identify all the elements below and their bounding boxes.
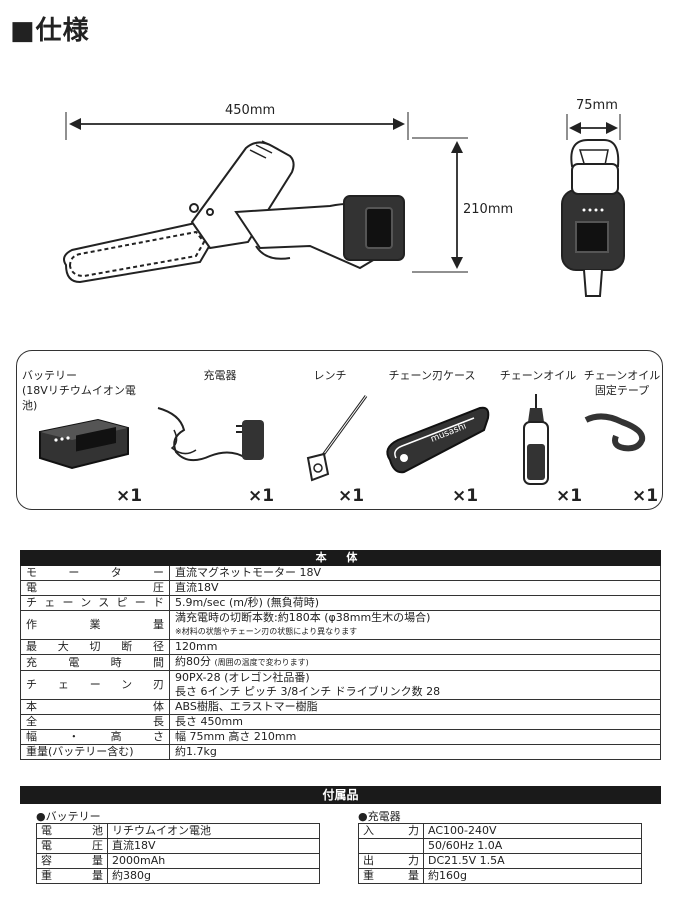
spec-table: 本 体 モーター直流マグネットモーター 18V 電圧直流18V チェーンスピード…	[20, 550, 661, 760]
battery-spec-value: 2000mAh	[107, 853, 320, 869]
battery-icon	[39, 418, 129, 470]
spec-value: 直流18V	[169, 580, 661, 596]
dimension-width: 75mm	[576, 98, 618, 113]
table-row: 50/60Hz 1.0A	[358, 838, 642, 854]
accessory-spec-header: 付属品	[20, 786, 661, 804]
battery-spec-label: 容量	[36, 853, 108, 869]
accessory-label-charger: 充電器	[203, 369, 237, 382]
accessory-label-oil: チェーンオイル	[499, 369, 577, 382]
charger-spec-value: 50/60Hz 1.0A	[423, 838, 642, 854]
spec-label: チェーンスピード	[20, 595, 170, 611]
battery-spec-value: リチウムイオン電池	[107, 823, 320, 839]
charger-spec-label: 重量	[358, 868, 424, 884]
spec-value: 約80分	[175, 655, 211, 668]
charger-spec-label	[358, 838, 424, 854]
page-title: ■仕様	[10, 16, 90, 46]
spec-label: モーター	[20, 565, 170, 581]
accessory-qty-charger: ×1	[248, 486, 275, 506]
accessory-label-chain-case: チェーン刃ケース	[388, 369, 476, 382]
battery-spec-label: 電池	[36, 823, 108, 839]
spec-value: 120mm	[169, 639, 661, 655]
charger-spec-value: AC100-240V	[423, 823, 642, 839]
oil-bottle-icon	[523, 394, 549, 485]
charger-spec-title: ●充電器	[358, 810, 401, 823]
accessories-box	[16, 350, 663, 510]
wrench-icon	[306, 395, 368, 482]
table-row: 重量約160g	[358, 868, 642, 884]
spec-note: (周囲の温度で変わります)	[214, 658, 309, 667]
spec-label: 作業量	[20, 610, 170, 640]
chain-case-icon: musashi	[386, 406, 490, 474]
spec-value: 5.9m/sec (m/秒) (無負荷時)	[169, 595, 661, 611]
spec-label: 最大切断径	[20, 639, 170, 655]
chainsaw-side-icon	[63, 140, 405, 284]
spec-label: 重量(バッテリー含む)	[20, 744, 170, 760]
accessory-qty-oil: ×1	[556, 486, 583, 506]
table-row: 全長長さ 450mm	[20, 714, 661, 730]
charger-icon	[157, 407, 264, 462]
spec-label: 幅・高さ	[20, 729, 170, 745]
table-row: 電圧直流18V	[36, 838, 320, 854]
charger-spec-value: DC21.5V 1.5A	[423, 853, 642, 869]
chainsaw-end-icon	[561, 139, 625, 297]
spec-label: 本体	[20, 699, 170, 715]
battery-spec-title: ●バッテリー	[36, 810, 101, 823]
table-row: 幅・高さ幅 75mm 高さ 210mm	[20, 729, 661, 745]
spec-header: 本 体	[20, 550, 661, 566]
spec-label: チェーン刃	[20, 670, 170, 700]
dimension-length: 450mm	[225, 103, 276, 118]
battery-spec-value: 直流18V	[107, 838, 320, 854]
dimension-height: 210mm	[463, 202, 514, 217]
accessory-qty-wrench: ×1	[338, 486, 365, 506]
accessory-label-battery: バッテリー (18Vリチウムイオン電池)	[22, 369, 136, 412]
battery-spec-label: 電圧	[36, 838, 108, 854]
charger-spec-value: 約160g	[423, 868, 642, 884]
spec-value: 90PX-28 (オレゴン社品番)	[175, 671, 310, 684]
accessory-qty-chain-case: ×1	[452, 486, 479, 506]
spec-value: 長さ 450mm	[169, 714, 661, 730]
spec-label: 充電時間	[20, 654, 170, 671]
spec-value: ABS樹脂、エラストマー樹脂	[169, 699, 661, 715]
spec-value: 幅 75mm 高さ 210mm	[169, 729, 661, 745]
battery-spec-label: 重量	[36, 868, 108, 884]
spec-value: 直流マグネットモーター 18V	[169, 565, 661, 581]
charger-spec-label: 出力	[358, 853, 424, 869]
charger-spec-label: 入力	[358, 823, 424, 839]
product-diagram	[63, 112, 625, 297]
tape-icon	[584, 413, 646, 452]
spec-value-line2: 長さ 6インチ ピッチ 3/8インチ ドライブリンク数 28	[175, 685, 441, 698]
table-row: モーター直流マグネットモーター 18V	[20, 565, 661, 581]
table-row: チェーン刃 90PX-28 (オレゴン社品番)長さ 6インチ ピッチ 3/8インチ…	[20, 670, 661, 700]
table-row: 重量(バッテリー含む)約1.7kg	[20, 744, 661, 760]
table-row: 電池リチウムイオン電池	[36, 823, 320, 839]
table-row: 充電時間約80分 (周囲の温度で変わります)	[20, 654, 661, 671]
table-row: 作業量満充電時の切断本数:約180本 (φ38mm生木の場合) ※材料の状態やチェ…	[20, 610, 661, 640]
table-row: 電圧直流18V	[20, 580, 661, 596]
table-row: 重量約380g	[36, 868, 320, 884]
spec-label: 全長	[20, 714, 170, 730]
accessory-label-wrench: レンチ	[313, 369, 347, 382]
spec-note: ※材料の状態やチェーン刃の状態により異なります	[175, 627, 358, 636]
accessory-qty-battery: ×1	[116, 486, 143, 506]
accessory-qty-tape: ×1	[632, 486, 659, 506]
spec-label: 電圧	[20, 580, 170, 596]
battery-spec-value: 約380g	[107, 868, 320, 884]
accessory-label-tape: チェーンオイル 固定テープ	[583, 369, 661, 397]
spec-value: 満充電時の切断本数:約180本 (φ38mm生木の場合)	[175, 611, 431, 624]
spec-value: 約1.7kg	[169, 744, 661, 760]
